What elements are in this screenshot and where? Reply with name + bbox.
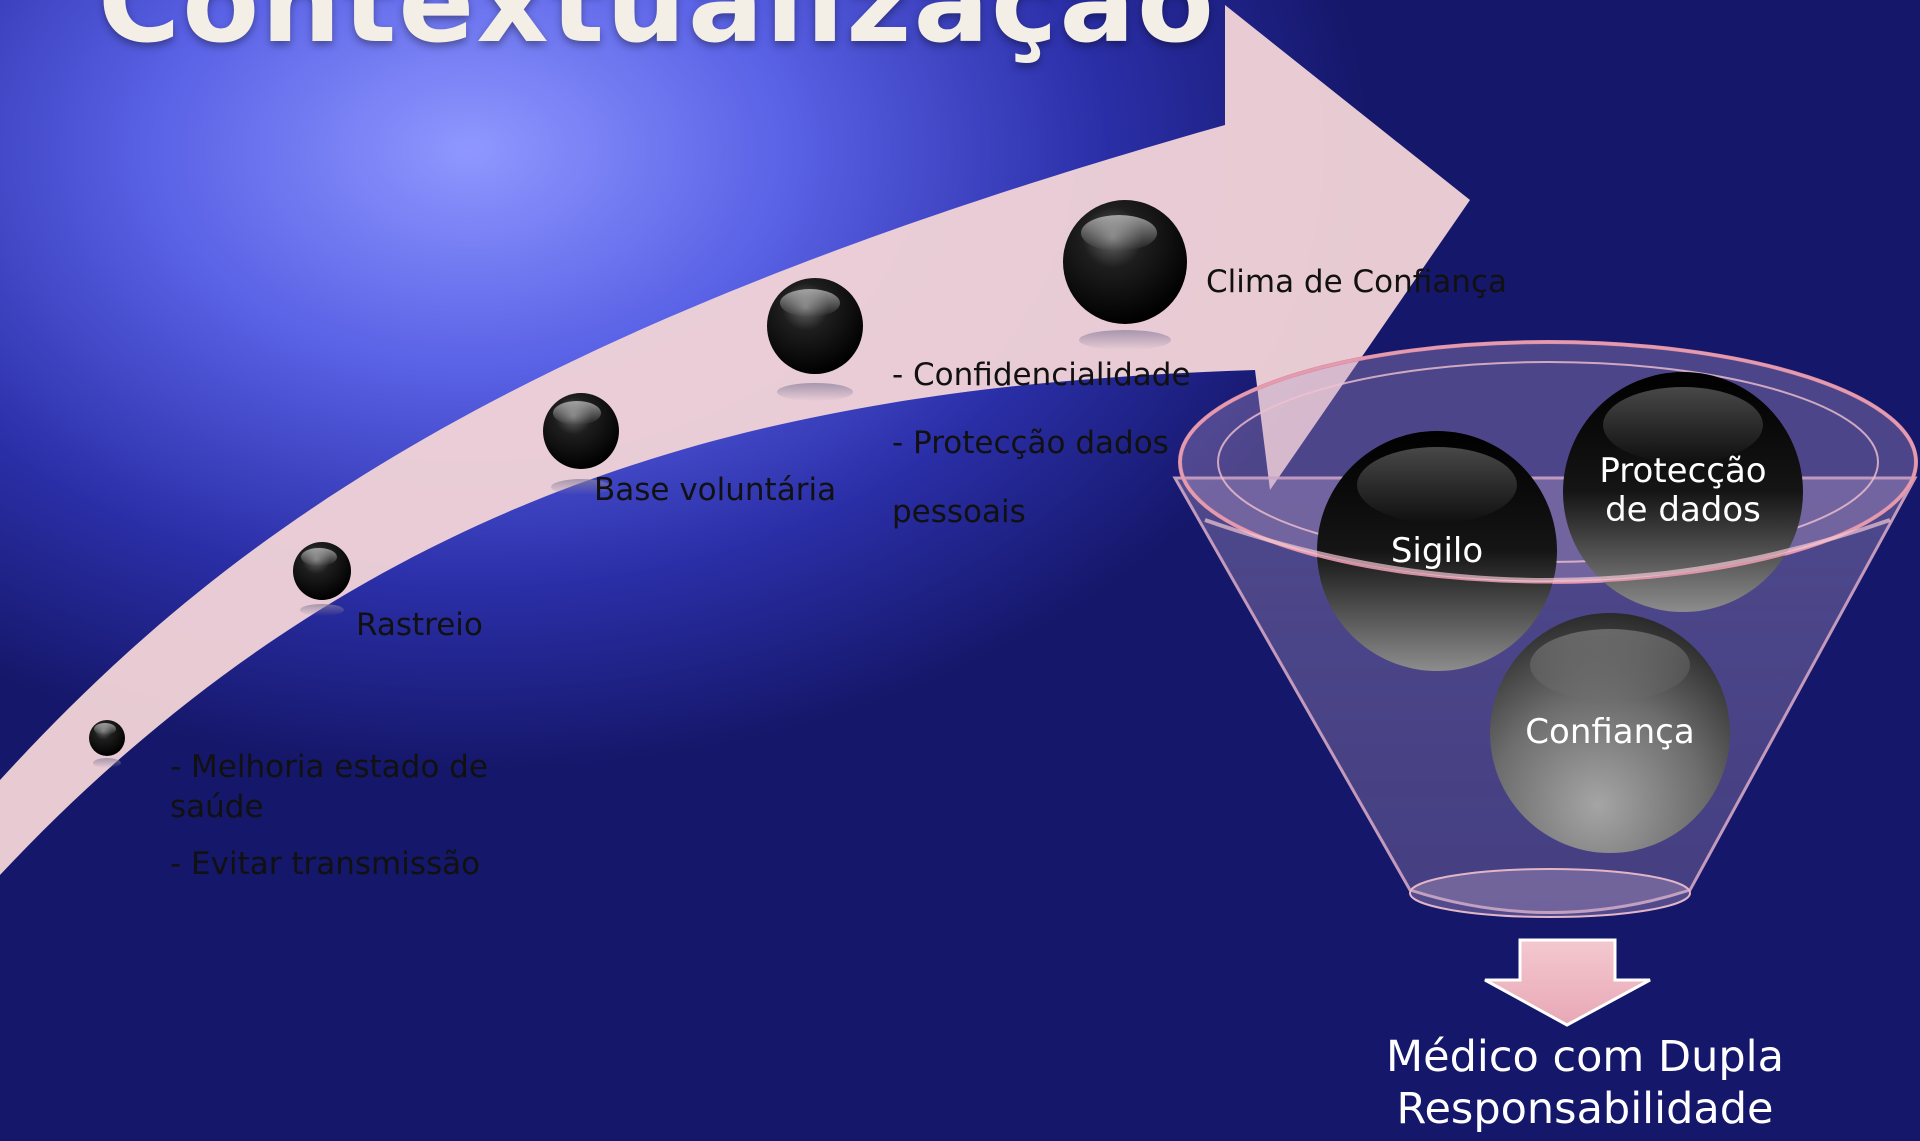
stage-label-4-line-3: pessoais <box>892 493 1026 530</box>
stage-label-1-line-2: - Evitar transmissão <box>170 845 481 882</box>
outcome-text: Médico com Dupla Responsabilidade <box>1386 1032 1784 1134</box>
stage-label-4-line-1: - Confidencialidade <box>892 357 1191 393</box>
funnel-label-proteccao: Protecção de dados <box>1599 451 1767 531</box>
stage-label-5-line-1: Clima de Confiança <box>1206 264 1507 300</box>
stage-marker-3 <box>543 393 619 495</box>
stage-label-1: - Melhoria estado de saúde - Evitar tran… <box>170 747 500 884</box>
funnel-ball-proteccao <box>1563 372 1803 612</box>
stage-marker-4 <box>767 278 863 401</box>
stage-marker-5 <box>1063 200 1187 350</box>
funnel-ball-confianca <box>1490 613 1730 853</box>
stage-label-2-line-1: Rastreio <box>356 607 483 643</box>
stage-label-1-line-1: - Melhoria estado de saúde <box>170 749 488 826</box>
slide-title: Contextualização <box>98 0 1216 68</box>
stage-label-4: - Confidencialidade - Protecção dados pe… <box>892 355 1191 532</box>
stage-label-2: Rastreio <box>356 605 483 645</box>
stage-label-5: Clima de Confiança <box>1206 262 1507 302</box>
funnel-ball-sigilo <box>1317 431 1557 671</box>
funnel-label-confianca: Confiança <box>1525 712 1695 752</box>
funnel-label-sigilo: Sigilo <box>1390 531 1484 571</box>
stage-label-3: Base voluntária <box>594 470 836 510</box>
down-arrow <box>1484 938 1651 1027</box>
stage-marker-2 <box>293 542 351 616</box>
stage-label-4-line-2: - Protecção dados <box>892 425 1169 462</box>
stage-label-3-line-1: Base voluntária <box>594 472 837 508</box>
stage-marker-1 <box>89 720 125 768</box>
